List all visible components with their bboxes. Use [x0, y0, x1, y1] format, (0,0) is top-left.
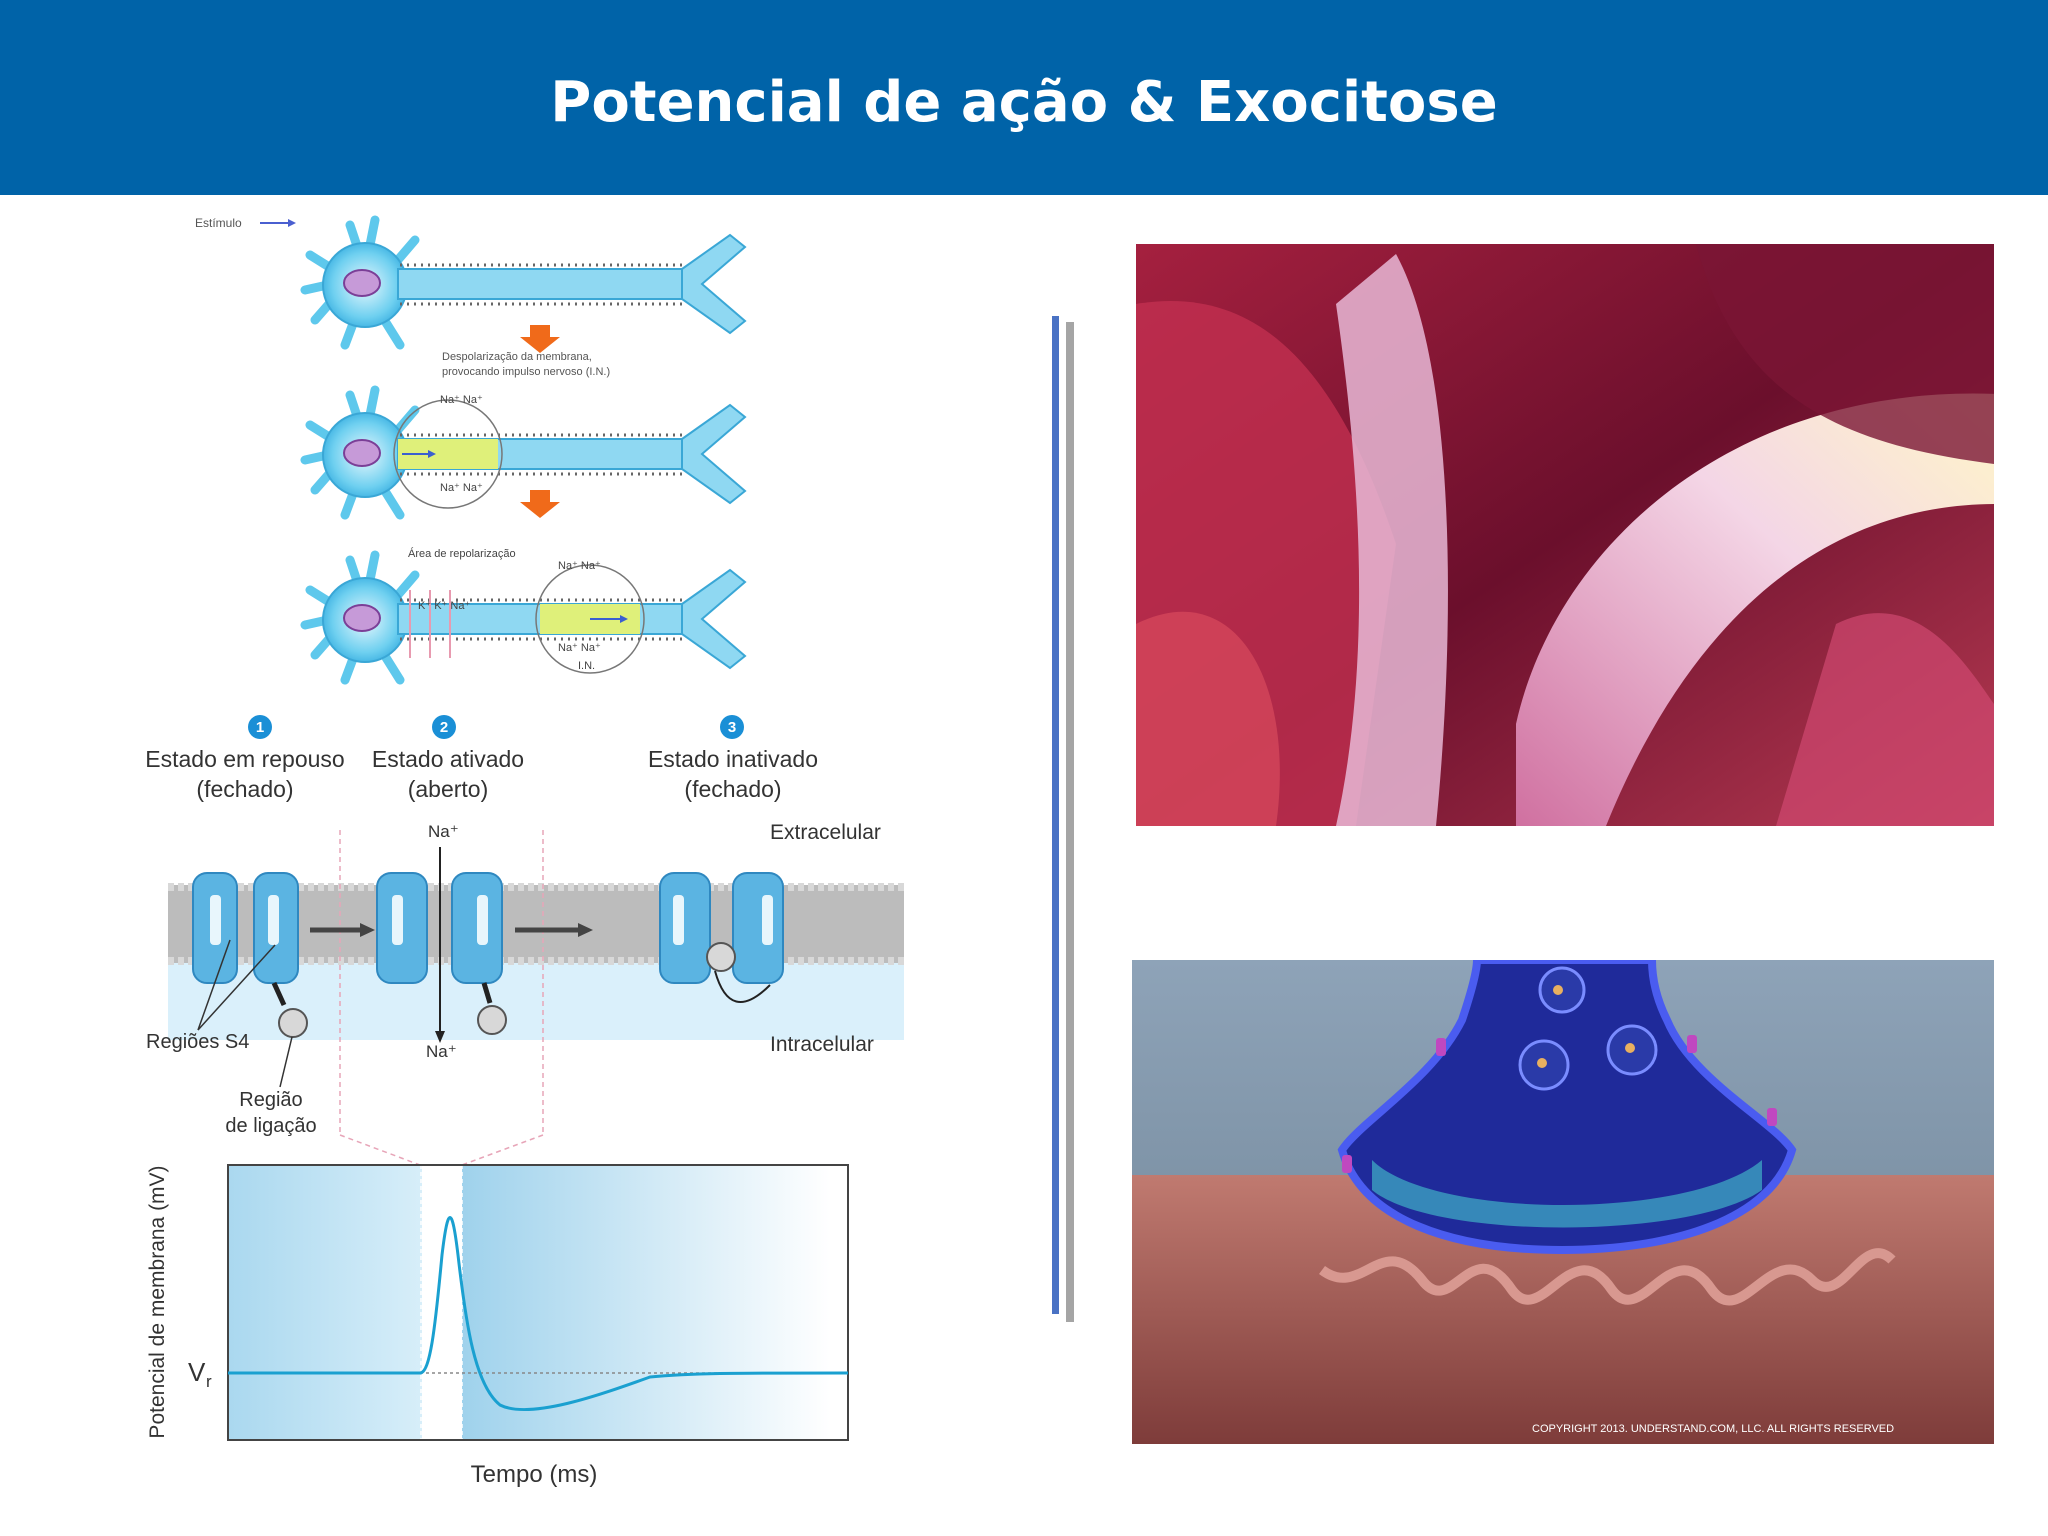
na-extracellular-label: Na⁺: [428, 822, 459, 841]
svg-text:K⁺ K⁺ Na⁺: K⁺ K⁺ Na⁺: [418, 600, 470, 612]
svg-text:r: r: [206, 1372, 212, 1391]
down-arrow-icon: [520, 490, 560, 518]
svg-text:2: 2: [440, 719, 448, 736]
vertical-divider-blue: [1052, 316, 1059, 1314]
channel-inactivated: [659, 872, 784, 1003]
svg-text:1: 1: [256, 719, 264, 736]
svg-text:Estado inativado: Estado inativado: [648, 746, 818, 772]
neuron-repolarizing: [305, 555, 745, 680]
svg-text:provocando impulso nervoso (I.: provocando impulso nervoso (I.N.): [442, 366, 610, 378]
neuron-depolarizing: [305, 390, 745, 515]
stimulus-label: Estímulo: [195, 216, 242, 230]
channel-state-1: 1 Estado em repouso (fechado): [145, 715, 345, 802]
s4-regions-label: Regiões S4: [146, 1031, 249, 1053]
channel-state-2: 2 Estado ativado (aberto): [372, 715, 524, 802]
title-bar: [0, 0, 2048, 195]
na-intracellular-label: Na⁺: [426, 1042, 457, 1061]
svg-text:Na⁺ Na⁺: Na⁺ Na⁺: [440, 394, 483, 406]
svg-text:Na⁺ Na⁺: Na⁺ Na⁺: [558, 560, 601, 572]
svg-text:Estado ativado: Estado ativado: [372, 746, 524, 772]
svg-text:Na⁺ Na⁺: Na⁺ Na⁺: [440, 482, 483, 494]
extracellular-label: Extracelular: [770, 821, 881, 844]
svg-text:(fechado): (fechado): [684, 776, 781, 802]
repolarization-label: Área de repolarização: [408, 547, 516, 560]
vertical-divider-gray: [1066, 322, 1074, 1322]
svg-text:I.N.: I.N.: [578, 660, 595, 672]
y-axis-label: Potencial de membrana (mV): [146, 1165, 169, 1438]
slide-title: Potencial de ação & Exocitose: [550, 70, 1498, 135]
svg-text:de ligação: de ligação: [225, 1115, 316, 1137]
svg-text:Estado em repouso: Estado em repouso: [145, 746, 344, 772]
svg-text:3: 3: [728, 719, 736, 736]
binding-region-label: Região: [239, 1089, 302, 1111]
down-arrow-icon: [520, 325, 560, 353]
svg-text:Na⁺ Na⁺: Na⁺ Na⁺: [558, 642, 601, 654]
exocytosis-synapse-image: COPYRIGHT 2013. UNDERSTAND.COM, LLC. ALL…: [1132, 960, 1994, 1444]
muscle-fiber-image: [1136, 244, 1994, 826]
copyright-notice: COPYRIGHT 2013. UNDERSTAND.COM, LLC. ALL…: [1532, 1423, 1894, 1435]
action-potential-trace: [228, 1216, 849, 1412]
channel-activated: [376, 847, 507, 1043]
intracellular-label: Intracelular: [770, 1033, 874, 1056]
action-potential-figure: Estímulo Despolarização da membrana, pro…: [130, 195, 930, 1495]
svg-text:(fechado): (fechado): [196, 776, 293, 802]
x-axis-label: Tempo (ms): [471, 1461, 598, 1488]
action-potential-plot: V r Potencial de membrana (mV) Tempo (ms…: [146, 1164, 849, 1488]
depolarization-caption: Despolarização da membrana,: [442, 351, 592, 363]
svg-text:(aberto): (aberto): [408, 776, 489, 802]
resting-potential-label: V: [188, 1357, 206, 1387]
channel-state-3: 3 Estado inativado (fechado): [648, 715, 818, 802]
